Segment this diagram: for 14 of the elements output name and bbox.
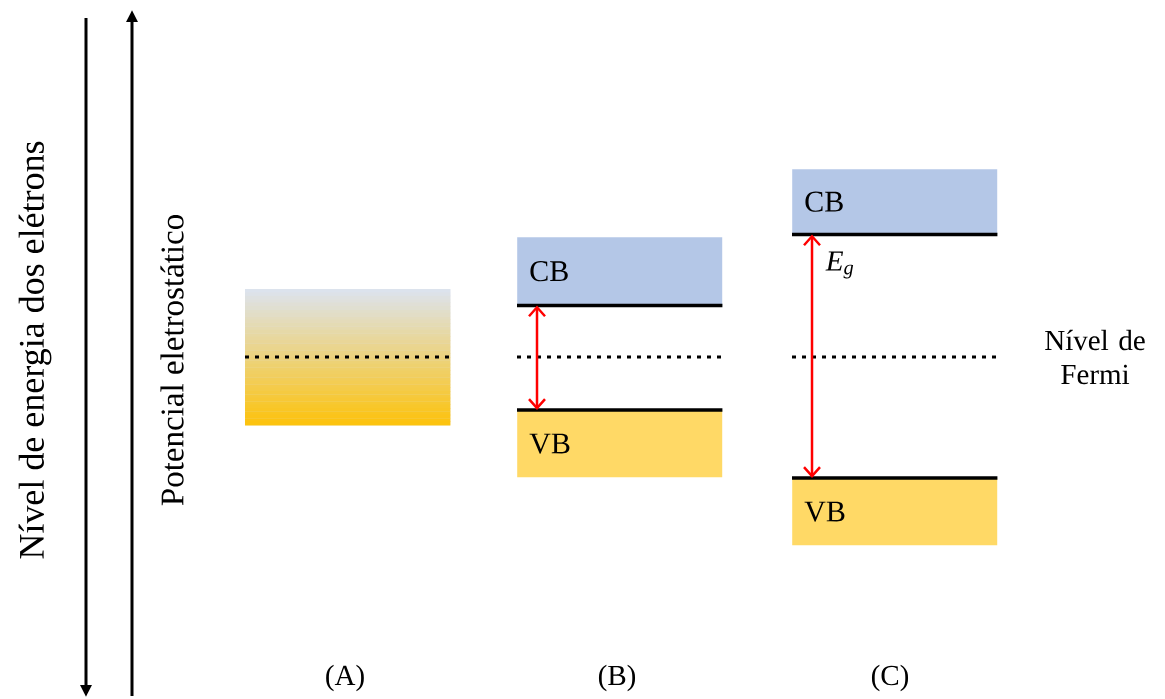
conduction-band: CB	[792, 169, 998, 237]
panel-label: (A)	[326, 664, 364, 692]
valence-band: VB	[517, 408, 723, 478]
panel-label: (C)	[871, 664, 909, 692]
edge-label: E$_{g}$	[825, 251, 854, 279]
valence-band: VB	[792, 476, 998, 546]
axis-label: Potencial eletrostático	[160, 215, 184, 506]
double-arrow	[803, 234, 821, 478]
level-label: Nível de Fermi	[1045, 329, 1145, 385]
axis-label: Nível de energia dos elétrons	[18, 141, 52, 559]
double-arrow	[528, 305, 546, 410]
conduction-band: CB	[517, 237, 723, 308]
energy-band	[245, 289, 451, 426]
panel-label: (B)	[598, 664, 636, 692]
